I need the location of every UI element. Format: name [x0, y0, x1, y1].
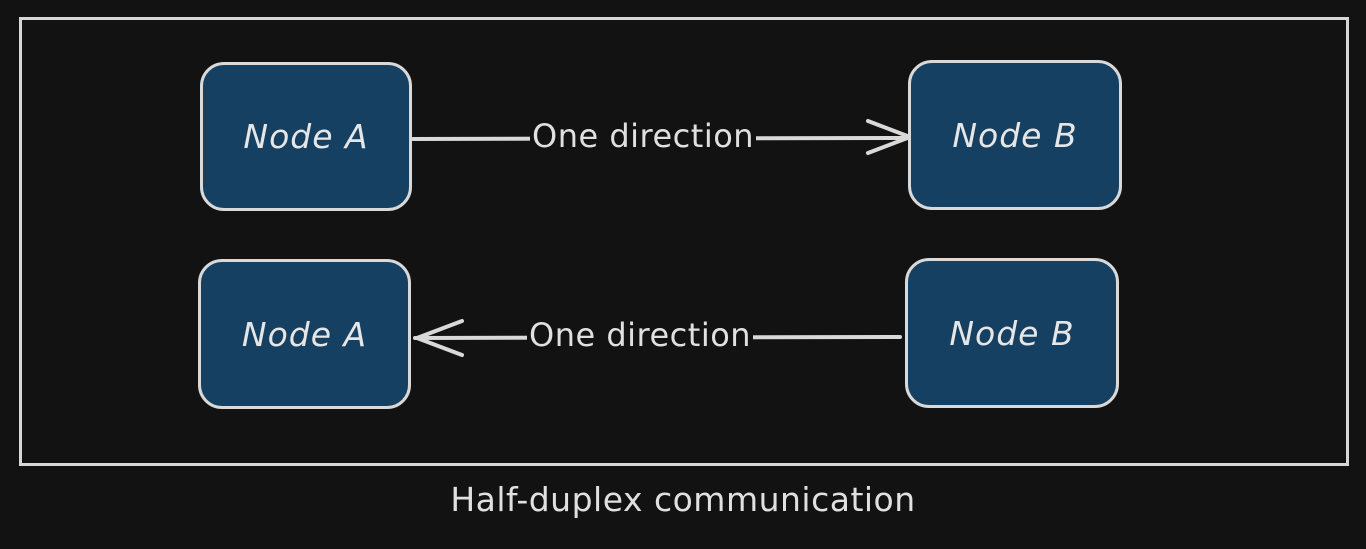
node-label: Node B: [949, 313, 1075, 353]
node-label: Node B: [952, 115, 1078, 155]
node-b-bottom[interactable]: Node B: [905, 258, 1119, 408]
edge-label-top: One direction: [530, 116, 757, 156]
node-b-top[interactable]: Node B: [908, 60, 1122, 210]
node-a-top[interactable]: Node A: [200, 62, 412, 211]
diagram-caption: Half-duplex communication: [450, 480, 916, 519]
node-a-bottom[interactable]: Node A: [198, 259, 411, 409]
diagram-frame: [19, 17, 1349, 466]
node-label: Node A: [243, 117, 369, 156]
node-label: Node A: [241, 314, 368, 354]
edge-label-bottom: One direction: [527, 315, 754, 355]
